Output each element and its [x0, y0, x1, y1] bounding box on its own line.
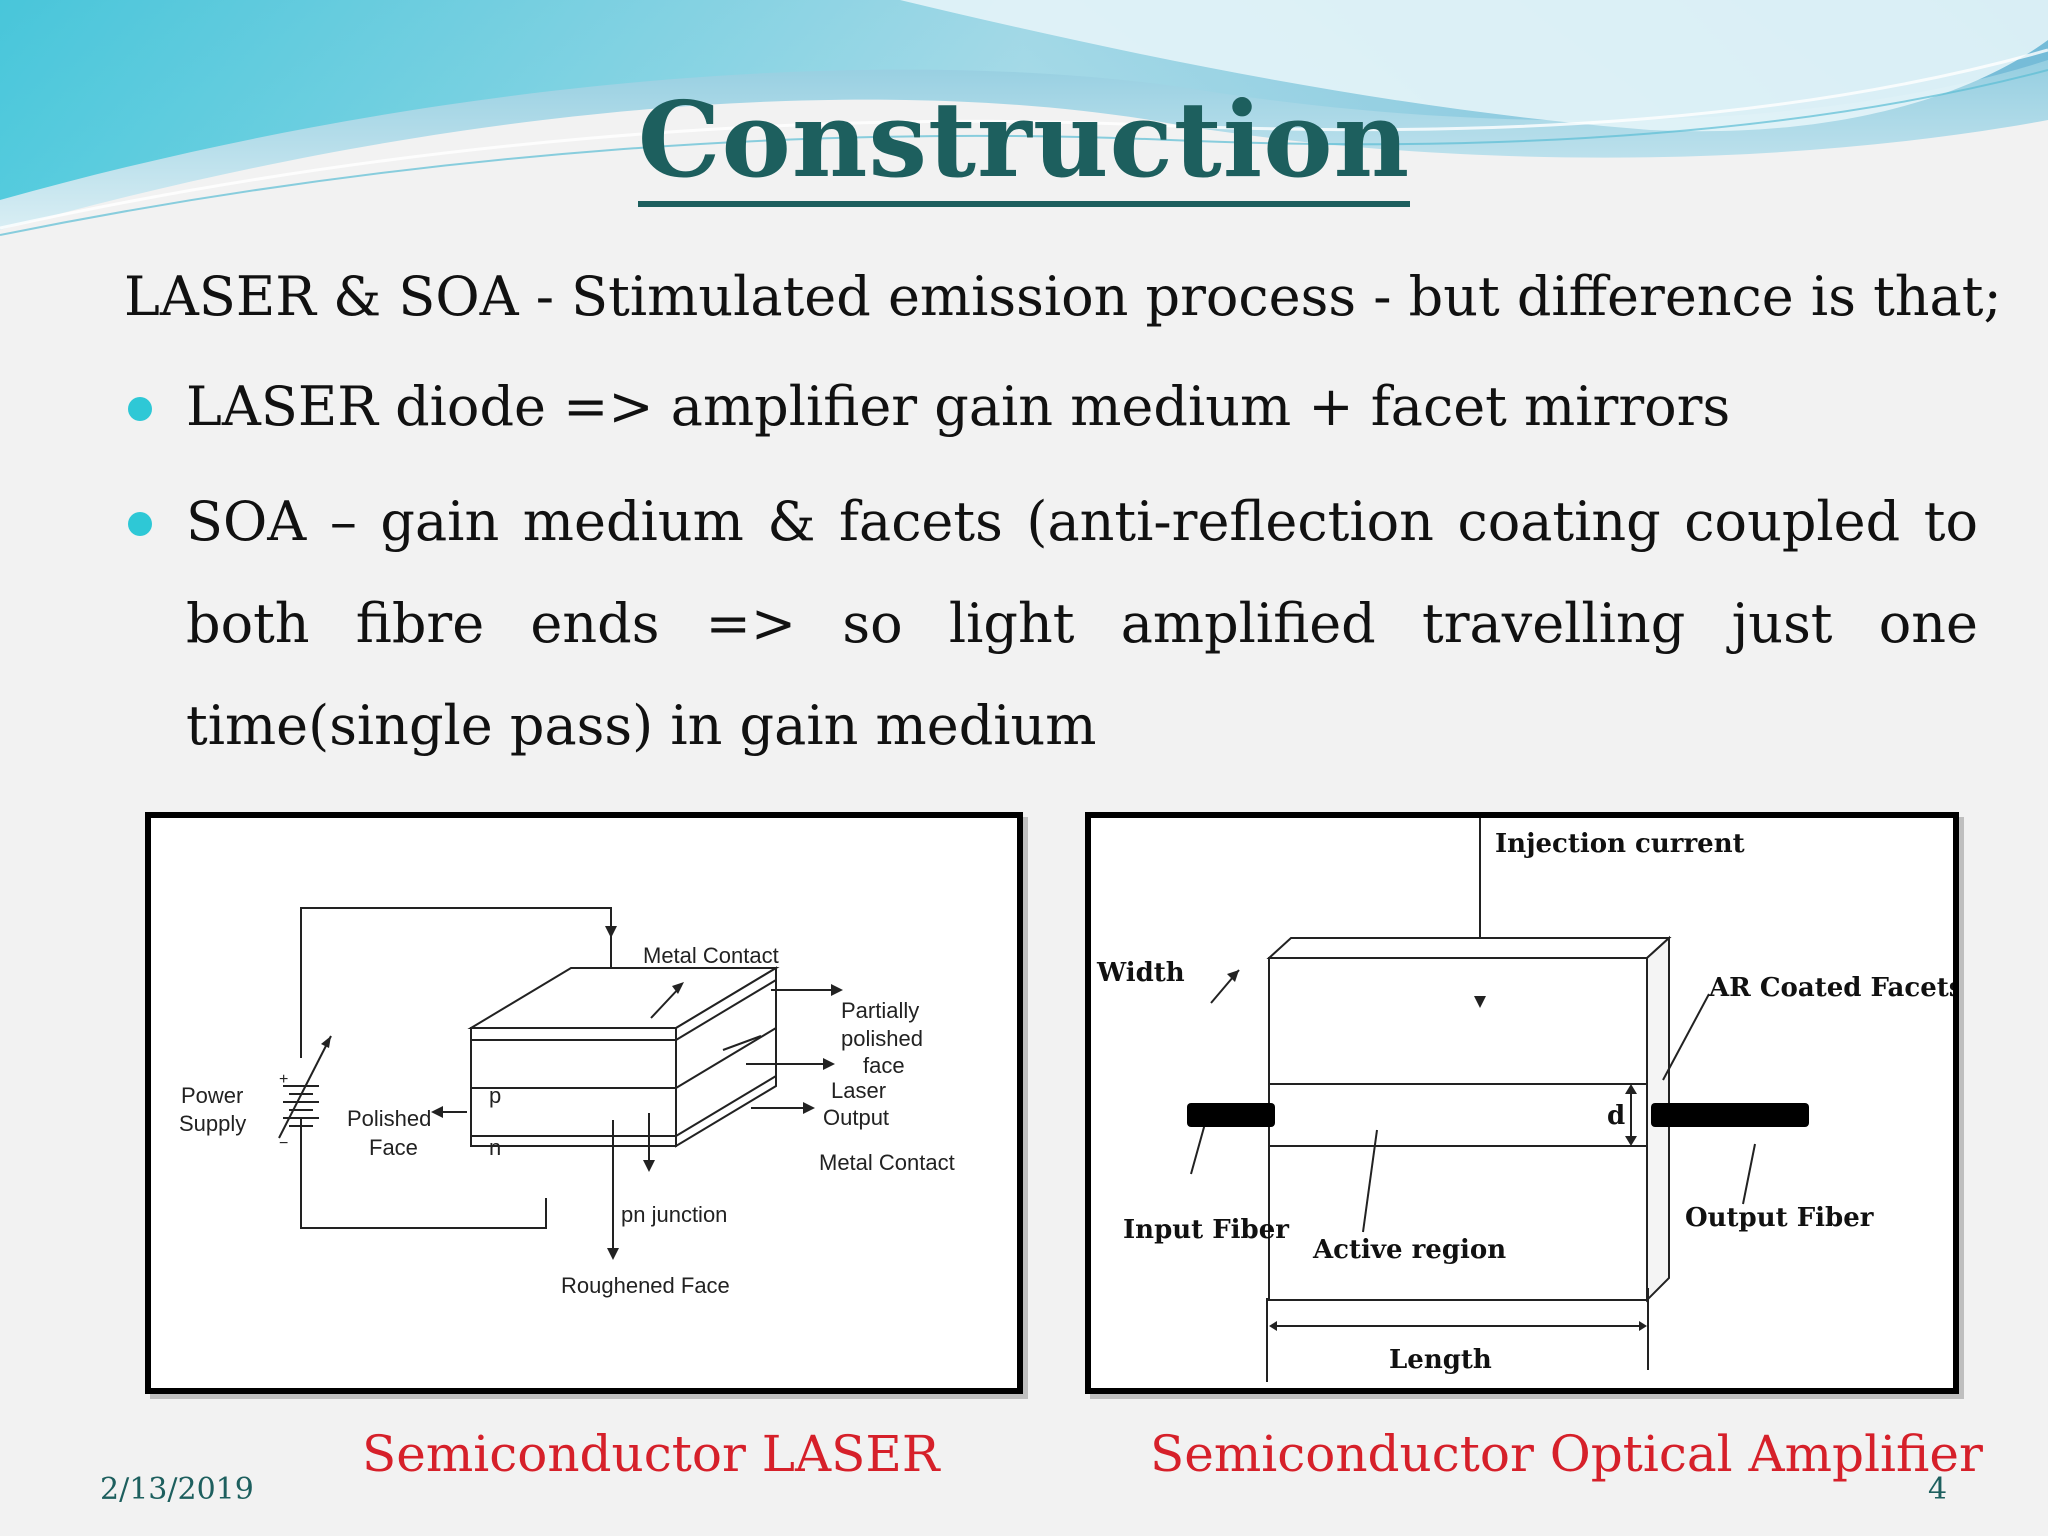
caption-soa: Semiconductor Optical Amplifier — [1150, 1425, 1983, 1483]
battery-minus-label: − — [279, 1135, 288, 1152]
metal-contact-bottom-label: Metal Contact — [819, 1150, 955, 1175]
power-supply-label-2: Supply — [179, 1111, 246, 1136]
soa-diagram: Injection current Width AR Coated Facets… — [1085, 812, 1959, 1394]
input-fiber-label: Input Fiber — [1123, 1215, 1289, 1245]
bullet-dot-icon — [128, 512, 152, 536]
partially-polished-label-2: polished — [841, 1026, 923, 1051]
page-number: 4 — [1928, 1472, 1948, 1507]
footer-date: 2/13/2019 — [100, 1472, 254, 1507]
d-label: d — [1607, 1101, 1625, 1131]
battery-plus-label: + — [279, 1071, 288, 1088]
slide-title: Construction — [0, 78, 2048, 207]
bullet-soa: SOA – gain medium & facets (anti-reflect… — [186, 490, 1978, 757]
output-fiber-label: Output Fiber — [1685, 1203, 1874, 1233]
laser-diagram: Metal Contact Partially polished face La… — [145, 812, 1023, 1394]
laser-output-label-1: Laser — [831, 1078, 886, 1103]
active-region-label: Active region — [1312, 1235, 1506, 1265]
partially-polished-label-1: Partially — [841, 998, 919, 1023]
laser-output-label-2: Output — [823, 1105, 889, 1130]
bullet-laser-diode: LASER diode => amplifier gain medium + f… — [186, 375, 1731, 438]
n-layer-label: n — [489, 1135, 501, 1160]
power-supply-label-1: Power — [181, 1083, 243, 1108]
partially-polished-label-3: face — [863, 1053, 905, 1078]
ar-coated-facets-label: AR Coated Facets — [1708, 973, 1953, 1003]
polished-face-label-1: Polished — [347, 1106, 431, 1131]
pn-junction-label: pn junction — [621, 1202, 727, 1227]
polished-face-label-2: Face — [369, 1135, 418, 1160]
caption-laser: Semiconductor LASER — [362, 1425, 940, 1483]
width-label: Width — [1096, 958, 1185, 988]
metal-contact-top-label: Metal Contact — [643, 943, 779, 968]
injection-current-label: Injection current — [1495, 829, 1745, 859]
roughened-face-label: Roughened Face — [561, 1273, 730, 1298]
header-wave-decoration — [0, 0, 2048, 236]
p-layer-label: p — [489, 1083, 501, 1108]
length-label: Length — [1389, 1345, 1492, 1375]
bullet-dot-icon — [128, 397, 152, 421]
intro-text: LASER & SOA - Stimulated emission proces… — [124, 265, 2002, 328]
